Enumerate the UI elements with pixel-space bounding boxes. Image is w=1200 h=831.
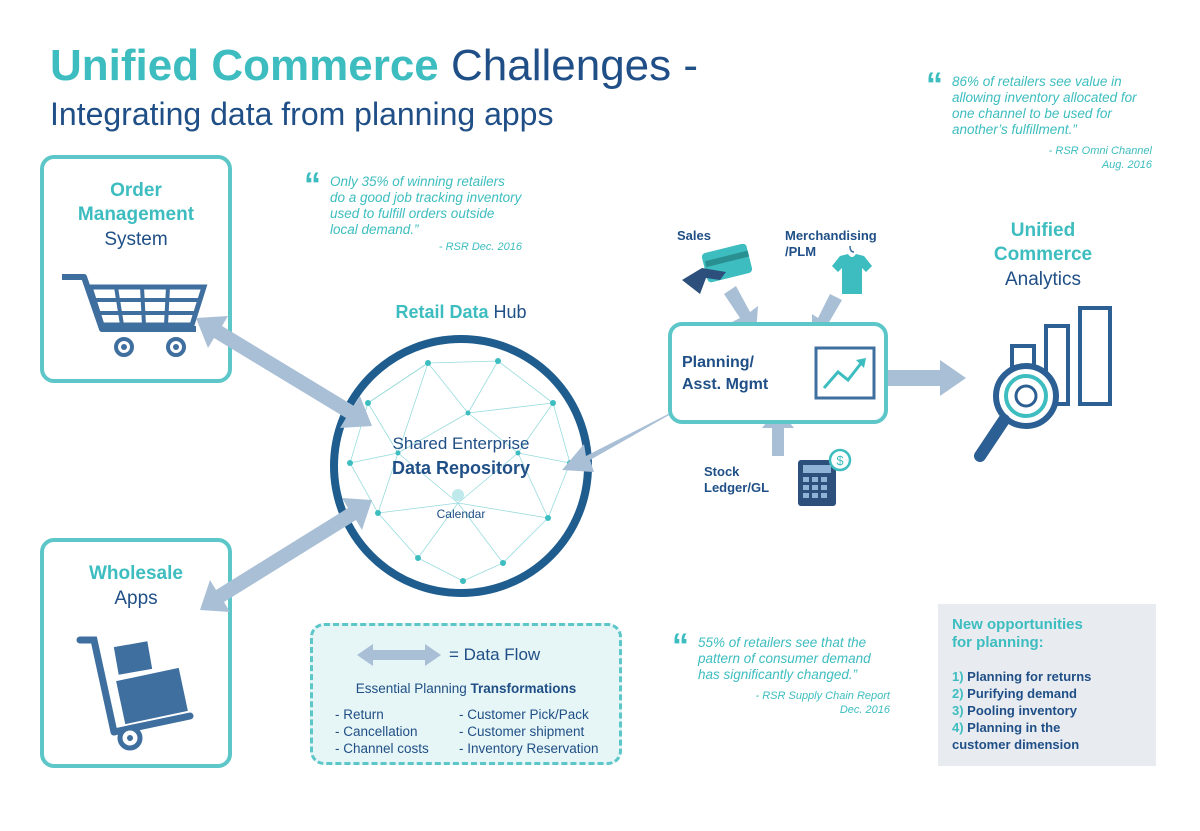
analytics-line2: Commerce [993,244,1093,265]
hub-label: Retail Data Hub [330,302,592,323]
double-arrow-icon [357,644,441,666]
legend-heading-plain: Essential Planning [355,681,471,696]
opps-item: 1) Planning for returns [952,668,1091,685]
hub-line2: Data Repository [391,458,531,478]
sales-label: Sales [677,228,711,243]
opps-item-cont: customer dimension [952,737,1080,752]
quote-text: 86% of retailers see value in allowing i… [952,74,1137,137]
analytics-line3: Analytics [1004,269,1082,290]
opps-list: 1) Planning for returns 2) Purifying dem… [952,668,1091,753]
quote-center-top: “ Only 35% of winning retailers do a goo… [304,168,522,254]
arrow-to-analytics [878,360,966,396]
opps-title-line2: for planning: [952,634,1044,651]
opps-item: 4) Planning in the [952,719,1091,736]
arrow-order-hub [196,316,372,428]
opps-title: New opportunities for planning: [952,616,1083,652]
quote-mark-icon: “ [304,166,321,204]
wholesale-line1: Wholesale [89,563,183,584]
planning-line2: Asst. Mgmt [682,376,769,393]
opps-num: 1) [952,669,964,684]
calculator-icon: $ [798,448,852,506]
analytics-magnifier-icon [974,306,1112,462]
arrow-planning-hub [562,398,702,472]
quote-mark-icon: “ [926,66,943,104]
hand-truck-icon [76,636,194,751]
arrow-wholesale-hub [200,498,372,612]
quote-bottom: “ 55% of retailers see that the pattern … [672,629,890,717]
merch-label-2: /PLM [785,244,817,259]
svg-text:$: $ [836,453,844,468]
opportunities-panel: New opportunities for planning: 1) Plann… [938,604,1156,766]
quote-source: - RSR Omni Channel [1048,145,1152,157]
wholesale-box: Wholesale Apps [40,538,232,768]
hub-label-rest: Hub [488,302,527,322]
wholesale-line2: Apps [114,588,158,609]
shopping-cart-icon [62,274,208,357]
shirt-icon [832,245,872,294]
order-mgmt-line1: Order [110,180,162,201]
page-title: Unified Commerce Challenges - [50,40,698,92]
legend-box: = Data Flow Essential Planning Transform… [310,623,622,765]
quote-text: Only 35% of winning retailers do a good … [330,174,522,237]
planning-box: Planning/ Asst. Mgmt [668,322,888,424]
opps-item: 2) Purifying demand [952,685,1091,702]
opps-text: Planning for returns [963,669,1092,684]
opps-text: Pooling inventory [963,703,1077,718]
legend-item: - Inventory Reservation [459,741,599,756]
order-mgmt-line3: System [104,229,168,250]
quote-text: 55% of retailers see that the pattern of… [698,635,871,682]
opps-num: 4) [952,720,964,735]
quote-source: - RSR Supply Chain Report [755,690,890,702]
quote-source-date: Aug. 2016 [1101,159,1152,171]
opps-text: Purifying demand [963,686,1077,701]
hub-calendar: Calendar [436,507,486,521]
quote-mark-icon: “ [672,627,689,665]
legend-item: - Customer shipment [459,724,585,739]
trend-chart-icon [814,346,876,400]
network-mesh-icon [347,358,573,584]
hub-line1: Shared Enterprise [392,434,530,453]
merch-label-1: Merchandising [785,228,877,243]
legend-item: - Return [335,707,384,722]
stock-label-2: Ledger/GL [704,480,770,495]
quote-source-date: Dec. 2016 [839,704,890,716]
order-mgmt-line2: Management [77,204,195,225]
credit-card-icon [682,244,753,294]
page-subtitle: Integrating data from planning apps [50,96,554,132]
legend-item: - Cancellation [335,724,418,739]
legend-item: - Customer Pick/Pack [459,707,589,722]
title-strong: Unified Commerce [50,41,439,90]
opps-item: 3) Pooling inventory [952,702,1091,719]
opps-title-line1: New opportunities [952,616,1083,633]
opps-num: 2) [952,686,964,701]
legend-heading-bold: Transformations [470,681,577,696]
legend-data-flow: = Data Flow [449,645,541,664]
stock-label-1: Stock [704,464,740,479]
legend-heading: Essential Planning Transformations [313,680,619,697]
opps-text: Planning in the [963,720,1061,735]
order-management-box: Order Management System [40,155,232,383]
legend-item: - Channel costs [335,741,429,756]
hub-label-strong: Retail Data [395,302,489,322]
title-rest: Challenges - [438,41,699,90]
planning-line1: Planning/ [682,354,754,371]
quote-source: - RSR Dec. 2016 [438,241,522,253]
opps-num: 3) [952,703,964,718]
analytics-line1: Unified [1010,220,1076,241]
quote-top-right: “ 86% of retailers see value in allowing… [926,68,1152,172]
